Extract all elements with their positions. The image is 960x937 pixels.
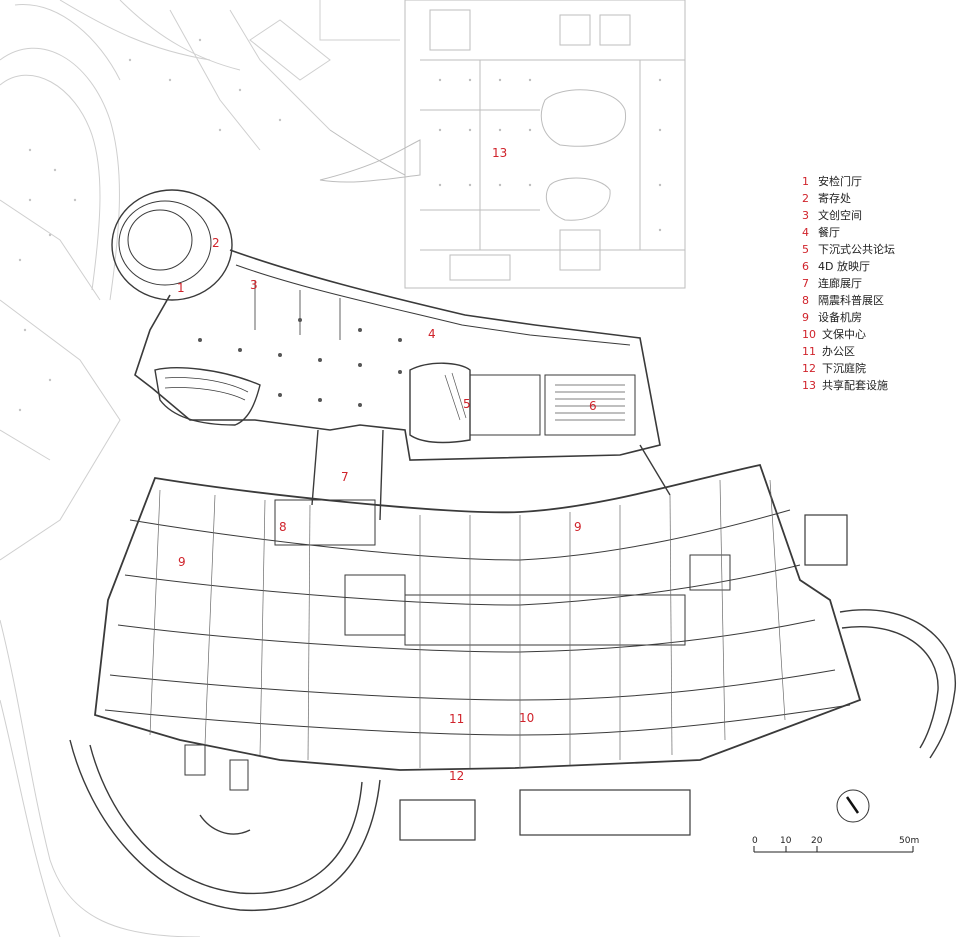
legend-item: 5 下沉式公共论坛 [802,242,895,256]
shared-facilities-building [319,0,686,289]
legend-text: 文保中心 [822,327,866,341]
legend-text: 隔震科普展区 [818,293,884,307]
plan-label-10: 10 [519,711,534,725]
plan-label-2: 2 [212,236,220,250]
legend-number: 9 [802,311,809,324]
legend-text: 安检门厅 [818,174,862,188]
scale-bar: 0 10 20 50m [752,836,919,853]
plan-label-5: 5 [463,397,471,411]
legend-item: 8 隔震科普展区 [802,293,884,307]
legend-text: 共享配套设施 [822,378,888,392]
legend-item: 1 安检门厅 [802,174,862,188]
legend-number: 4 [802,226,809,239]
legend-text: 4D 放映厅 [818,259,870,273]
legend-item: 10 文保中心 [802,327,866,341]
plan-label-9-right: 9 [574,520,582,534]
plan-labels: 1 2 3 4 5 6 7 8 9 9 10 11 12 13 [177,146,597,783]
legend-number: 8 [802,294,809,307]
legend-text: 下沉式公共论坛 [818,242,895,256]
legend-item: 6 4D 放映厅 [802,259,870,273]
scale-tick-0: 0 [752,836,758,846]
legend-number: 13 [802,379,816,392]
lobby-columns [198,318,402,407]
plan-label-6: 6 [589,399,597,413]
site-context [0,0,400,937]
plan-label-13: 13 [492,146,507,160]
legend-item: 9 设备机房 [802,310,862,324]
entrance-wing [111,189,661,461]
plan-label-7: 7 [341,470,349,484]
legend-text: 办公区 [822,345,855,358]
sunken-courtyard-ramp [69,609,956,912]
legend-text: 设备机房 [818,310,862,324]
legend-item: 12 下沉庭院 [802,361,866,375]
corridor-gallery [311,429,671,521]
legend-number: 10 [802,328,816,341]
legend-text: 餐厅 [818,225,840,239]
auditorium-seating [444,372,625,421]
legend-number: 7 [802,277,809,290]
legend-text: 文创空间 [818,208,862,222]
main-building [94,463,862,841]
legend-number: 6 [802,260,809,273]
legend-number: 1 [802,175,809,188]
legend-number: 11 [802,345,816,358]
plan-label-3: 3 [250,278,258,292]
room-divisions [149,479,786,768]
legend-item: 13 共享配套设施 [802,378,888,392]
legend-item: 11 办公区 [802,345,855,358]
legend-number: 2 [802,192,809,205]
legend-item: 7 连廊展厅 [802,276,862,290]
plan-label-1: 1 [177,281,185,295]
plan-label-9-left: 9 [178,555,186,569]
plan-label-12: 12 [449,769,464,783]
site-dots [18,38,282,412]
plan-label-4: 4 [428,327,436,341]
legend-number: 5 [802,243,809,256]
legend-item: 2 寄存处 [802,191,851,205]
legend-text: 连廊展厅 [818,276,862,290]
legend-item: 3 文创空间 [802,208,862,222]
scale-tick-20: 20 [811,836,823,846]
north-arrow-icon [836,789,870,823]
scale-tick-50m: 50m [899,836,919,846]
legend-text: 寄存处 [818,191,851,205]
legend-number: 12 [802,362,816,375]
legend-item: 4 餐厅 [802,225,840,239]
legend-number: 3 [802,209,809,222]
shared-facilities-grid-dots [438,78,662,232]
scale-tick-10: 10 [780,836,792,846]
plan-label-8: 8 [279,520,287,534]
legend-text: 下沉庭院 [822,361,866,375]
plan-label-11: 11 [449,712,464,726]
